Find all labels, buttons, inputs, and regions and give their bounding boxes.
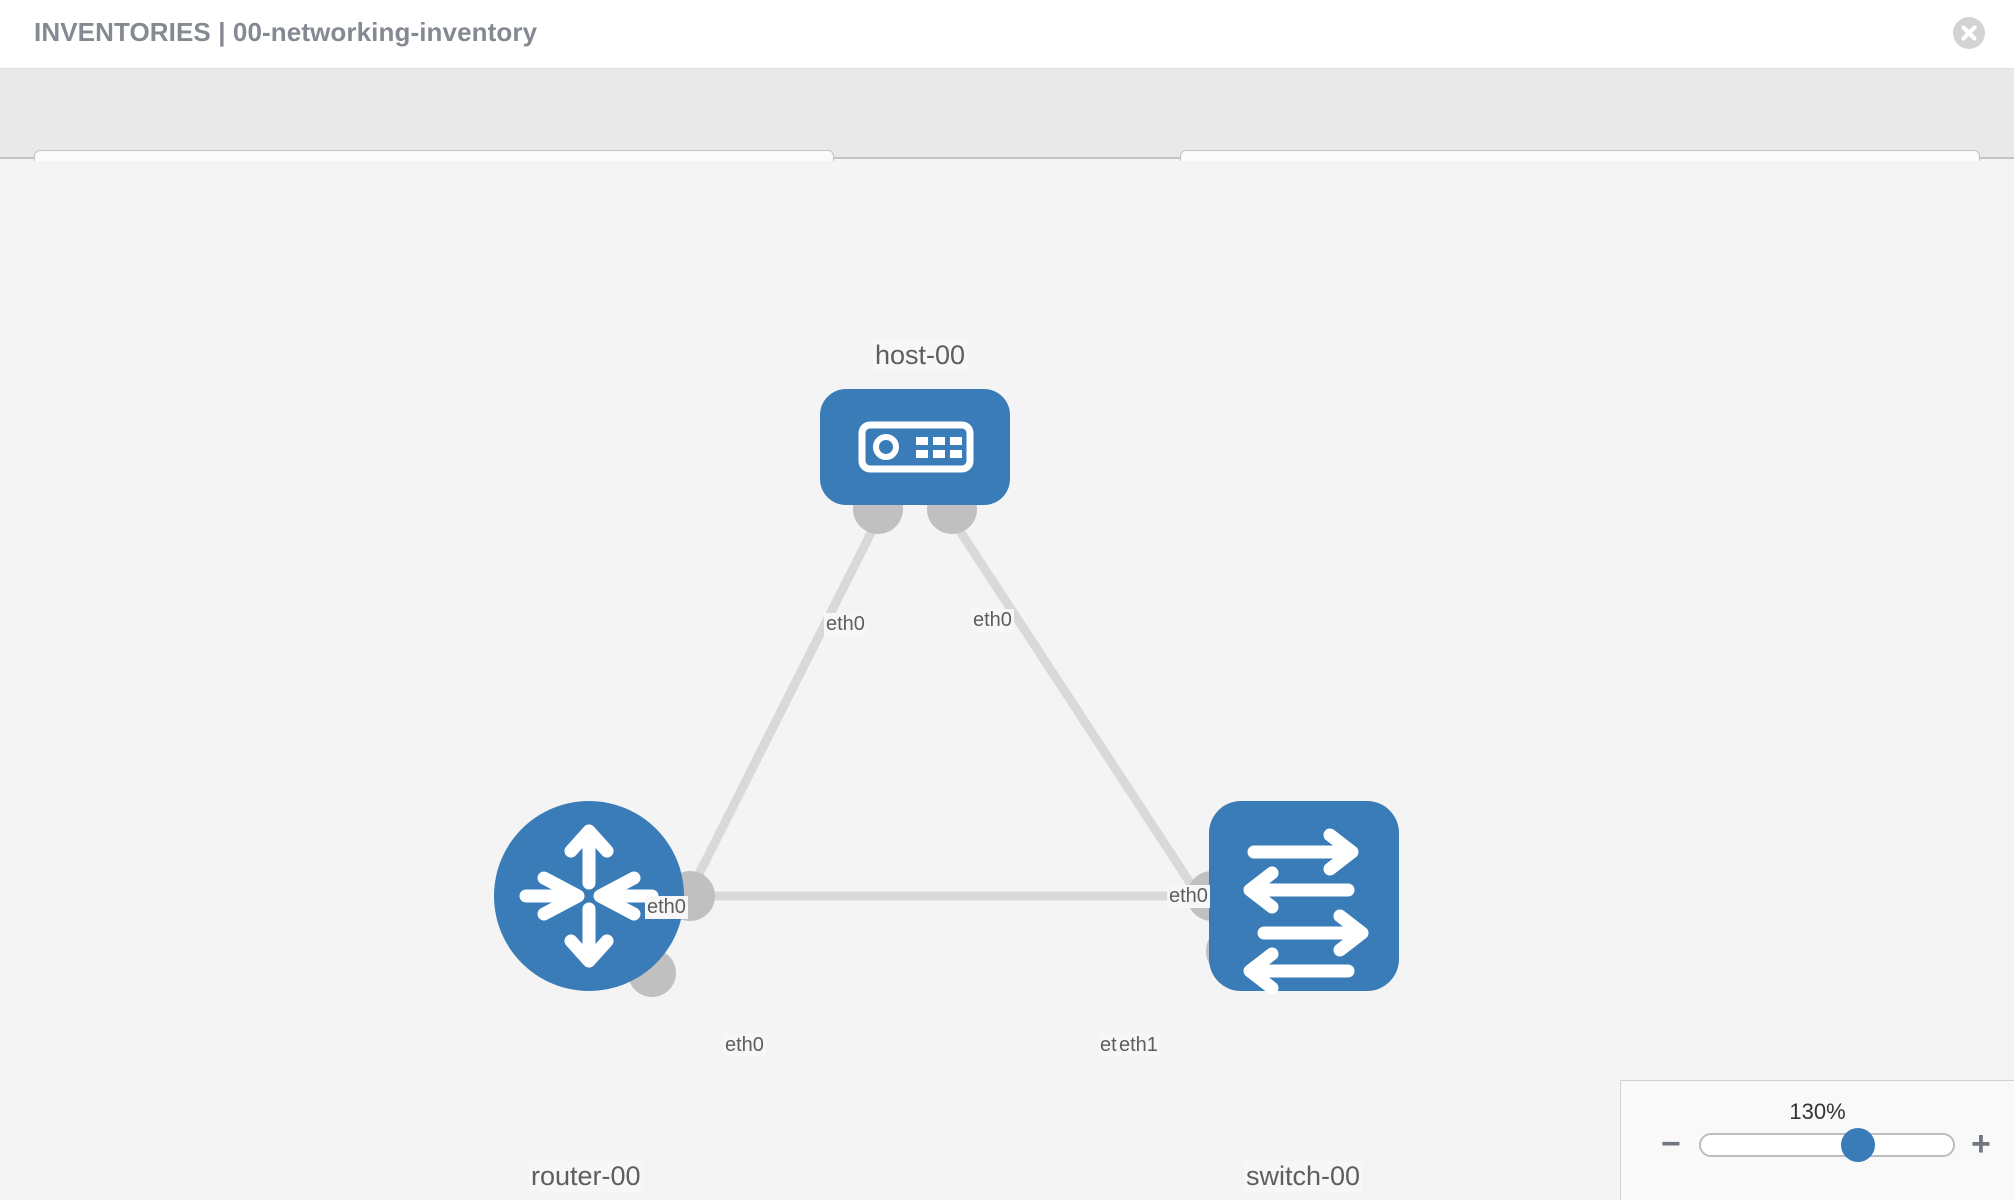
zoom-slider[interactable] bbox=[1699, 1128, 1955, 1162]
page-title: INVENTORIES | 00-networking-inventory bbox=[34, 17, 538, 47]
switch-icon bbox=[1243, 828, 1369, 995]
node-router-00 bbox=[494, 801, 684, 991]
iface-label-switch-left-eth1: eth1 bbox=[1117, 1034, 1160, 1057]
toolbar: ACTIONS SEARCH bbox=[0, 69, 2014, 202]
zoom-control-panel: 130% − + bbox=[1620, 1080, 2014, 1200]
topology-canvas[interactable]: host-00 router-00 switch-00 eth0 eth0 et… bbox=[0, 161, 2014, 1200]
iface-label-router-up: eth0 bbox=[645, 896, 688, 919]
close-icon[interactable] bbox=[1952, 16, 1986, 50]
iface-label-host-right: eth0 bbox=[971, 609, 1014, 632]
node-label-switch-00: switch-00 bbox=[1244, 1161, 1363, 1192]
node-label-host-00: host-00 bbox=[873, 340, 968, 371]
page-header: INVENTORIES | 00-networking-inventory bbox=[0, 0, 2014, 69]
iface-label-host-left: eth0 bbox=[824, 613, 867, 636]
node-label-router-00: router-00 bbox=[529, 1161, 643, 1192]
zoom-slider-thumb[interactable] bbox=[1841, 1128, 1875, 1162]
zoom-out-button[interactable]: − bbox=[1661, 1125, 1681, 1163]
node-switch-00 bbox=[1209, 801, 1399, 995]
topology-links bbox=[640, 516, 1244, 984]
server-icon bbox=[858, 421, 974, 473]
router-icon bbox=[519, 824, 659, 968]
zoom-in-button[interactable]: + bbox=[1971, 1125, 1991, 1163]
node-host-00 bbox=[820, 389, 1010, 505]
iface-label-router-right: eth0 bbox=[723, 1034, 766, 1057]
topology-connectors bbox=[628, 484, 1258, 997]
iface-label-switch-up: eth0 bbox=[1167, 885, 1210, 908]
zoom-level-label: 130% bbox=[1789, 1099, 1846, 1124]
